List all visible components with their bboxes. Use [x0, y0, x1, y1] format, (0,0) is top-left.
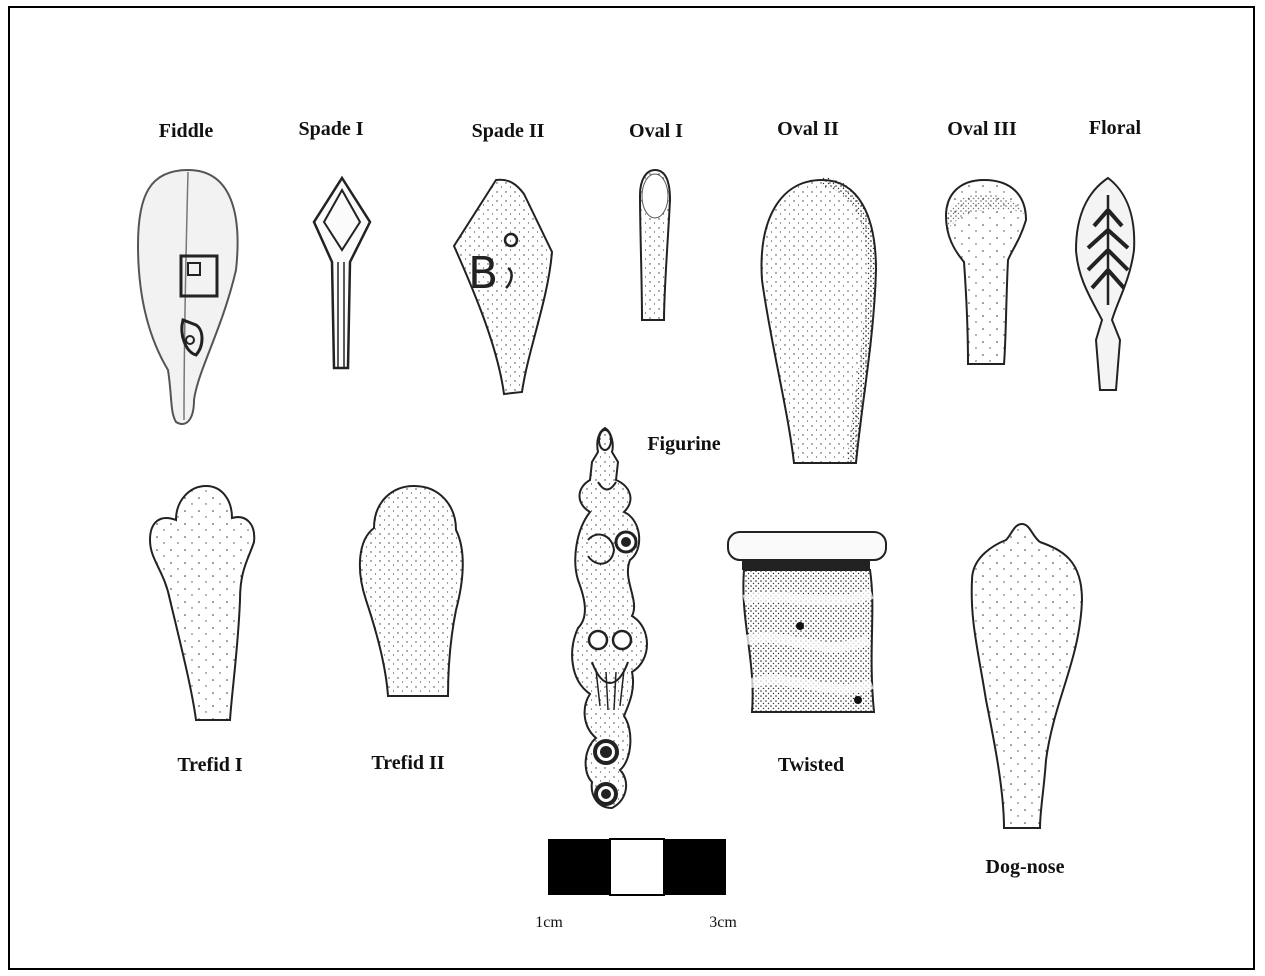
label-dog-nose: Dog-nose [986, 856, 1065, 879]
floral-drawing [1076, 178, 1134, 390]
scale-bar [548, 839, 726, 895]
fiddle-drawing [138, 170, 238, 424]
label-twisted: Twisted [778, 754, 844, 777]
spade-2-mark: B [468, 248, 498, 299]
spade-2-drawing: B [454, 180, 552, 394]
dog-nose-drawing [972, 524, 1082, 828]
label-trefid-2: Trefid II [371, 752, 444, 775]
label-oval-2: Oval II [777, 118, 839, 141]
label-fiddle: Fiddle [159, 120, 213, 143]
label-figurine: Figurine [647, 433, 720, 456]
trefid-1-drawing [150, 486, 254, 720]
label-oval-3: Oval III [947, 118, 1016, 141]
twisted-drawing [728, 532, 886, 712]
label-trefid-1: Trefid I [177, 754, 242, 777]
figurine-drawing [572, 428, 647, 808]
label-spade-1: Spade I [298, 118, 363, 141]
oval-3-drawing [946, 180, 1026, 364]
scale-label-3cm: 3cm [709, 914, 737, 932]
trefid-2-drawing [360, 486, 463, 696]
scale-label-1cm: 1cm [535, 914, 563, 932]
label-spade-2: Spade II [472, 120, 545, 143]
label-oval-1: Oval I [629, 120, 683, 143]
label-floral: Floral [1089, 117, 1141, 140]
spade-1-drawing [314, 178, 370, 368]
oval-1-drawing [640, 170, 670, 320]
oval-2-drawing [762, 180, 876, 463]
